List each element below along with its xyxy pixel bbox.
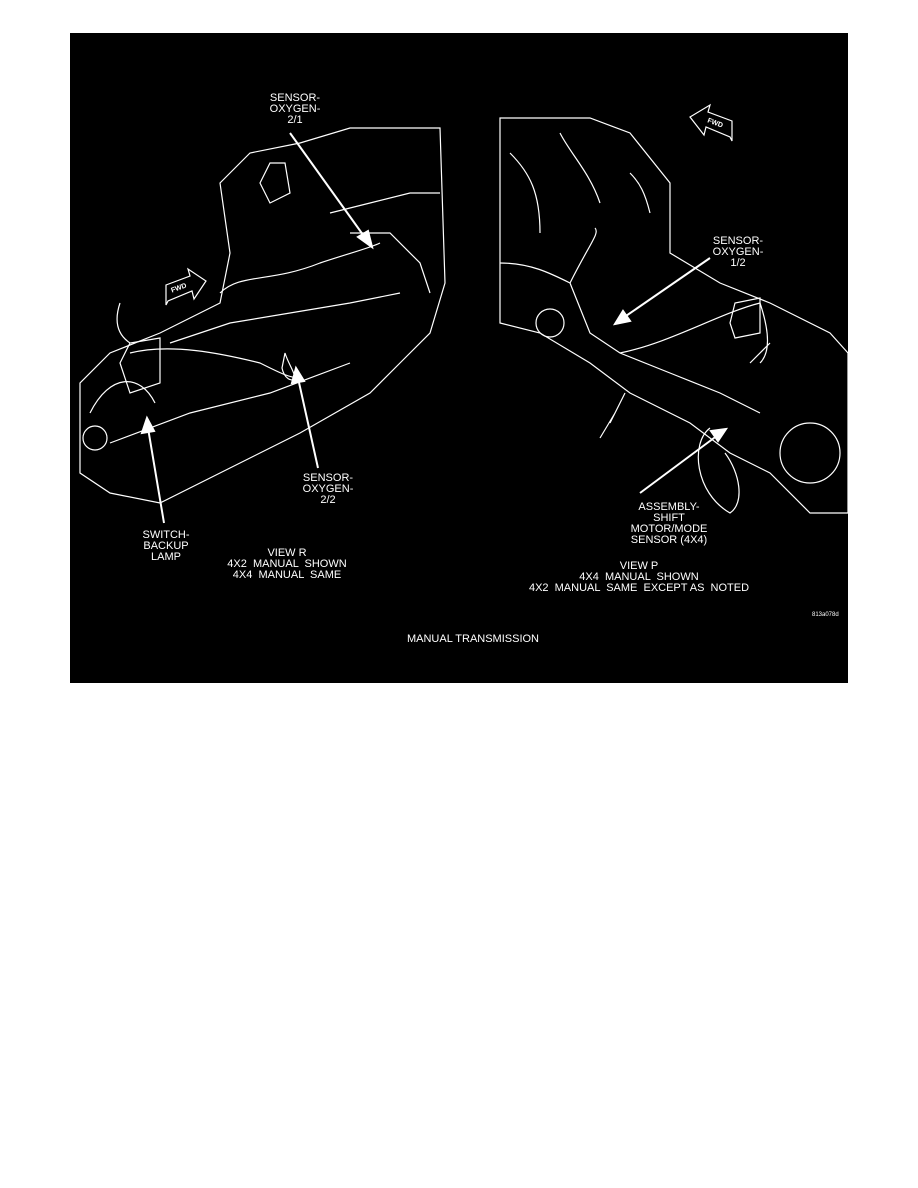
arrow-oxygen-1-2 (622, 257, 711, 319)
fwd-arrow-icon-right (689, 103, 733, 142)
left-view-drawing (79, 127, 446, 504)
arrow-oxygen-2-1 (289, 132, 367, 240)
right-view-drawing (499, 117, 848, 514)
figure-title: MANUAL TRANSMISSION (406, 633, 540, 645)
label-oxygen-2-2: SENSOR-OXYGEN-2/2 (302, 472, 354, 506)
manual-transmission-diagram: FWD FWD SENSOR-OXYGEN-2/1 SENSOR-OXYGEN-… (70, 33, 848, 683)
arrow-backup-lamp (147, 427, 165, 524)
fwd-arrow-icon-left (165, 267, 207, 306)
arrow-oxygen-2-2 (297, 377, 319, 469)
arrow-shift-motor (639, 434, 719, 494)
figure-code: 813a078d (812, 612, 839, 618)
callout-arrows (140, 132, 729, 524)
label-oxygen-2-1: SENSOR-OXYGEN-2/1 (269, 92, 321, 126)
label-oxygen-1-2: SENSOR-OXYGEN-1/2 (712, 235, 764, 269)
diagram-illustration (79, 103, 848, 524)
fwd-arrow-icons (165, 103, 733, 306)
